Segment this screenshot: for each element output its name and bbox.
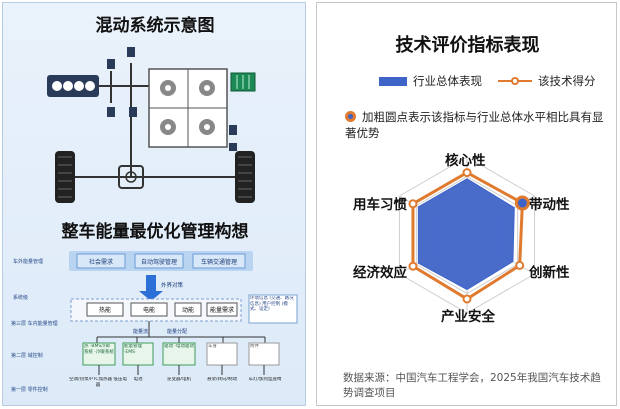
left-panel: 混动系统示意图 (2, 2, 306, 406)
radar-chart-title: 技术评价指标表现 (395, 35, 540, 56)
left-tag: 第一层 零件控制 (11, 386, 48, 393)
axis-label: 带动性 (529, 197, 570, 213)
bottom-box: 驱动 ·电动驱动 (164, 344, 194, 349)
score-point (408, 199, 418, 209)
bottom-box: 能量管理 ·EMS (124, 344, 142, 355)
down-arrow-icon (139, 275, 163, 301)
left-tag: 系统级 (13, 294, 28, 301)
energy-management-title: 整车能量最优化管理构想 (61, 222, 249, 242)
left-tag: 第三层 车内能量管理 (11, 320, 58, 327)
score-point (462, 294, 472, 304)
bottom-label: 逆变器/电机 (166, 377, 192, 382)
radar-chart: 核心性 带动性 创新性 产业安全 经济效应 用车习惯 (317, 143, 618, 353)
legend-label-industry: 行业总体表现 (413, 74, 482, 88)
score-point (462, 168, 472, 178)
chart-note: 加粗圆点表示该指标与行业总体水平相比具有显著优势 (345, 109, 607, 141)
legend-swatch-industry (379, 76, 407, 86)
axis-label: 创新性 (529, 265, 570, 281)
left-tag: 第二层 域控制 (11, 352, 43, 359)
energy-management-diagram: 车外能量管理 系统级 第三层 车内能量管理 第二层 域控制 第一层 零件控制 社… (11, 251, 298, 393)
mid-box: 电能 (143, 306, 155, 314)
axis-label: 核心性 (445, 153, 486, 169)
mid-box: 能量需求 (210, 306, 234, 314)
data-source: 数据来源：中国汽车工程学会，2025年我国汽车技术趋势调查项目 (343, 372, 601, 399)
mid-box: 动能 (182, 306, 194, 314)
hybrid-diagram-title: 混动系统示意图 (95, 16, 215, 36)
split-label: 能量分配 (167, 328, 187, 335)
engine-icon (47, 75, 99, 97)
top-box: 自动驾驶管理 (141, 258, 177, 266)
bottom-box: 车身 (208, 344, 217, 349)
axis-label: 产业安全 (441, 309, 495, 325)
top-box: 车辆交通管理 (201, 258, 237, 266)
score-point (408, 261, 418, 271)
side-box: 环境信息 (交通、路况信息) 用户控制 (模式、设定) (250, 296, 294, 312)
bottom-box: 热 ·BMS冷却系统 ·冷暖系统 (84, 344, 114, 355)
legend-swatch-score (498, 76, 532, 86)
score-point (515, 260, 525, 270)
battery-icon (230, 72, 256, 92)
radar-svg (398, 156, 536, 314)
bottom-label: 空调/热泵/PTC加热器 低压电器 (69, 377, 127, 388)
bottom-label: 电池 (133, 377, 143, 382)
hybrid-drivetrain-diagram (47, 47, 256, 203)
highlight-point (514, 195, 530, 211)
series-area-industry (417, 178, 515, 291)
bottom-label: 车灯/加热型座椅 (248, 377, 282, 382)
highlight-dot-icon (345, 111, 356, 122)
bottom-label: 悬架/转向/制动 (206, 377, 238, 382)
note-text: 加粗圆点表示该指标与行业总体水平相比具有显著优势 (345, 110, 604, 140)
external-req: 外界对策 (161, 281, 184, 289)
chart-legend: 行业总体表现 该技术得分 (379, 73, 596, 89)
axis-label: 用车习惯 (353, 197, 407, 213)
bottom-box: 附件 (250, 344, 259, 349)
left-tag: 车外能量管理 (13, 258, 43, 265)
axis-label: 经济效应 (353, 265, 407, 281)
right-panel: 技术评价指标表现 行业总体表现 该技术得分 加粗圆点表示该指标与行业总体水平相比… (316, 2, 617, 406)
top-box: 社会需求 (89, 258, 113, 266)
wheel-icon (55, 151, 255, 203)
mid-box: 热能 (99, 306, 111, 314)
split-label: 能量流 (133, 328, 148, 335)
legend-label-score: 该技术得分 (538, 74, 596, 88)
